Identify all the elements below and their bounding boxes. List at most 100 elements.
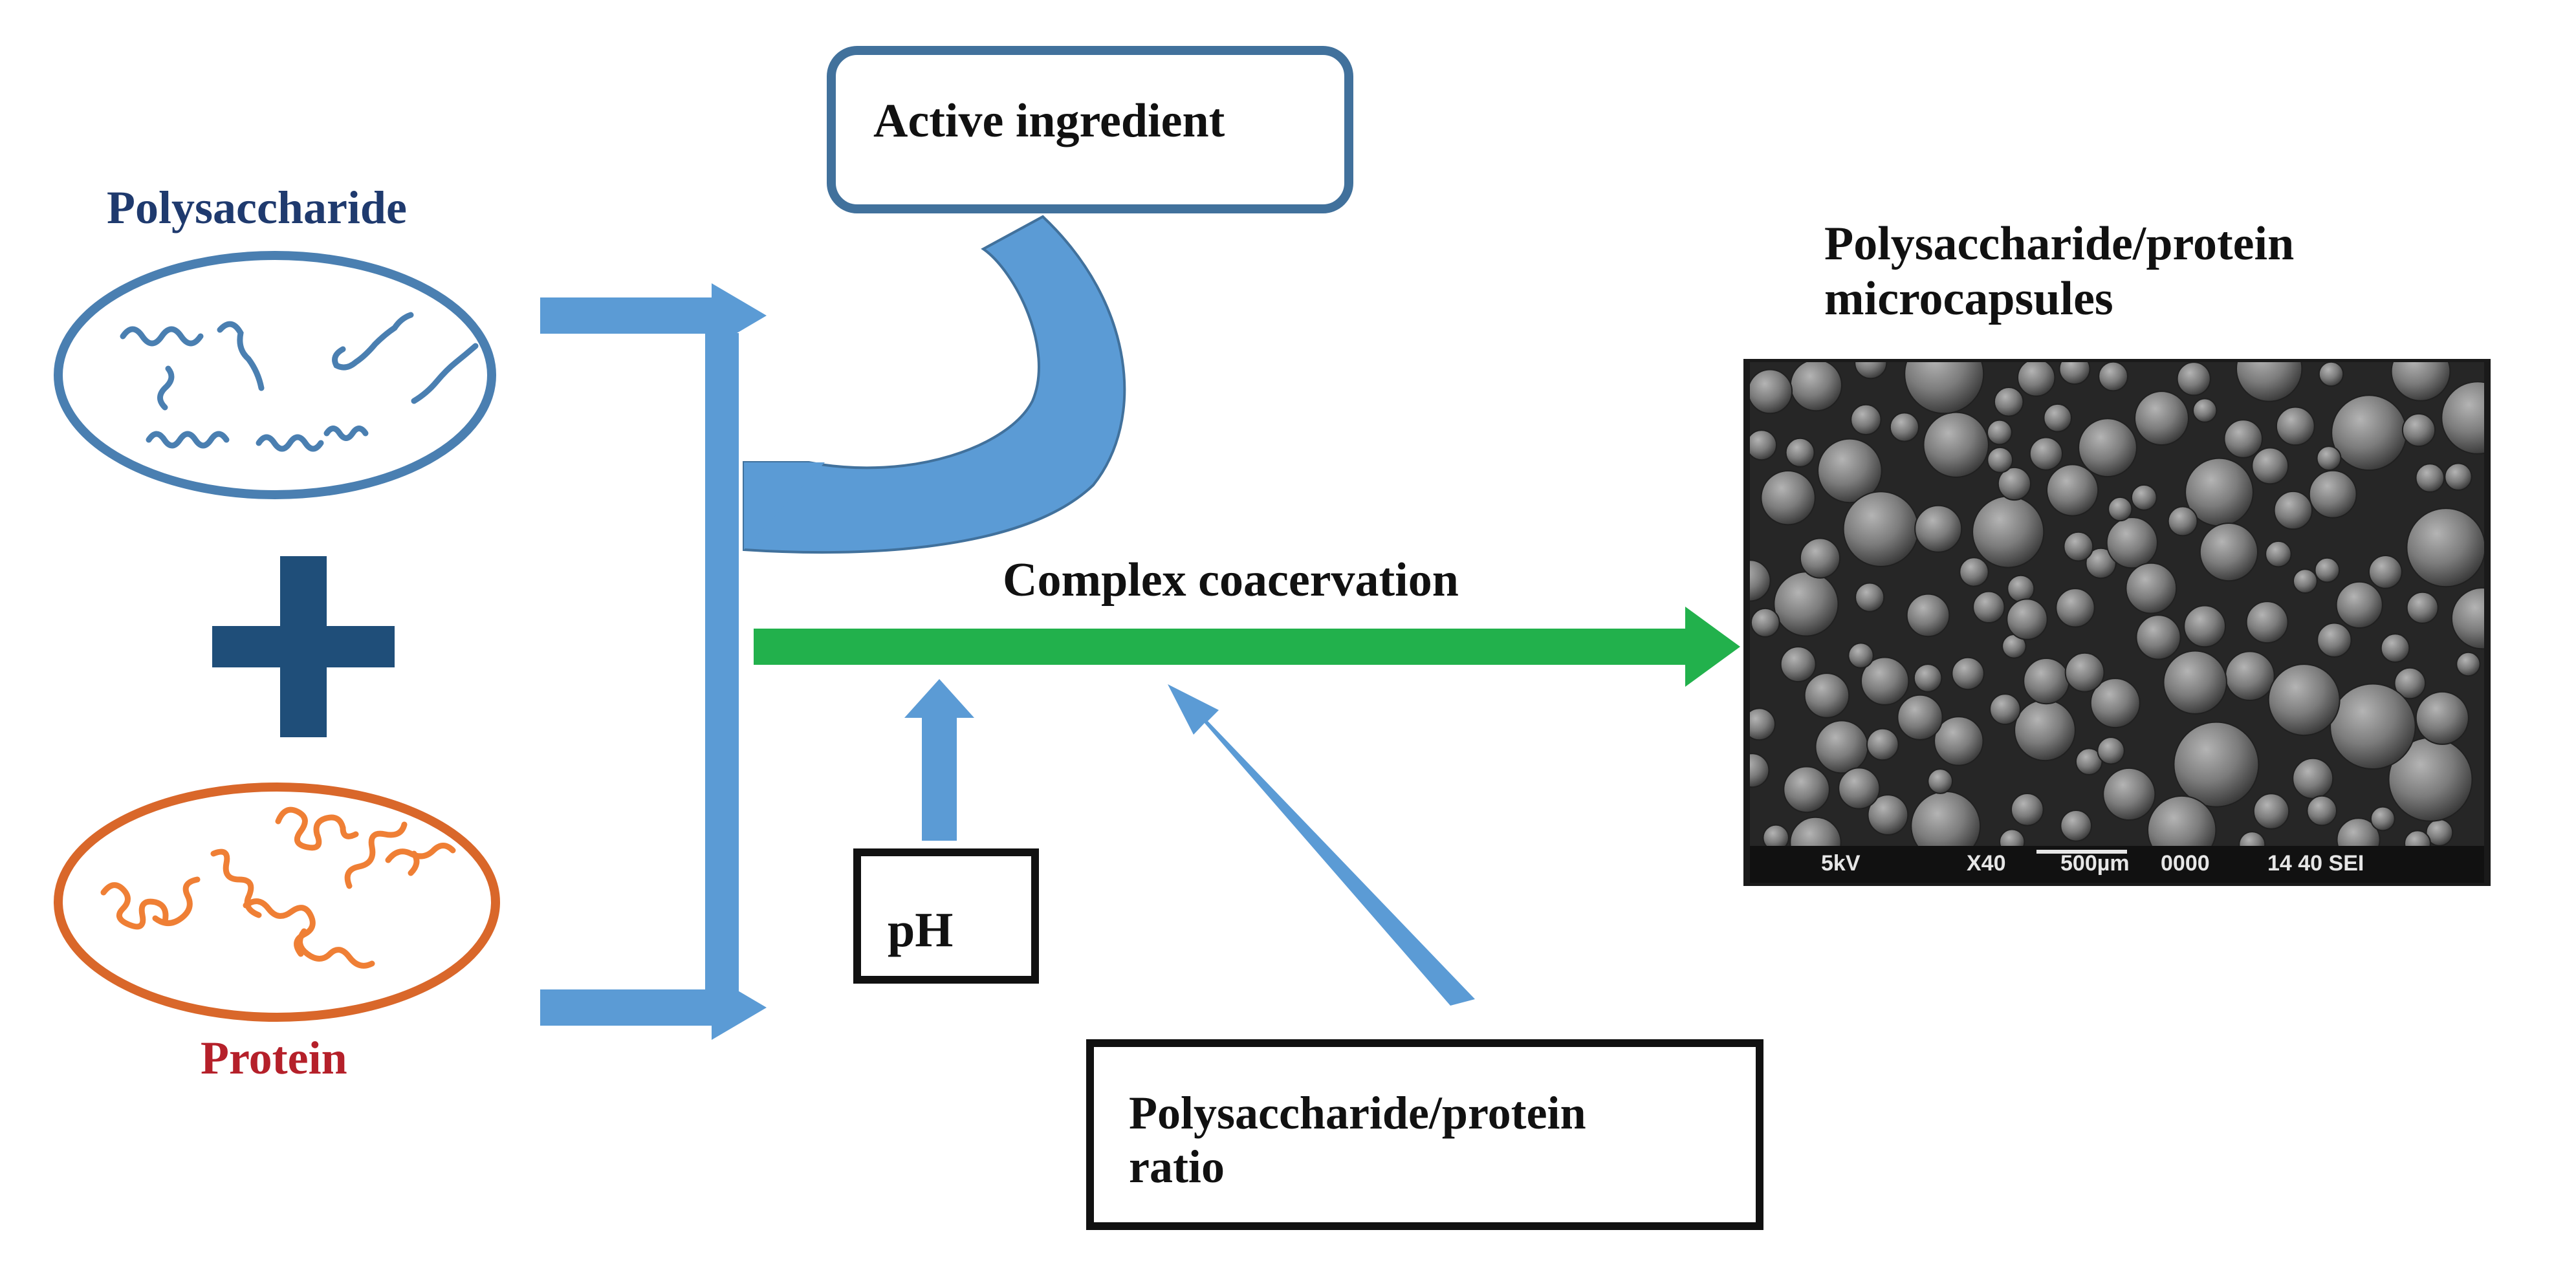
microcapsule-sphere (1927, 768, 1954, 794)
ph-box (853, 848, 1039, 984)
microcapsule-sphere (2390, 362, 2451, 402)
polysaccharide-chains (120, 312, 479, 452)
microcapsule-sphere (2183, 605, 2227, 648)
microcapsule-sphere (2275, 406, 2315, 446)
sem-scale-label: 500µm (2060, 851, 2130, 876)
microcapsule-sphere (2090, 678, 2141, 729)
microcapsule-sphere (1815, 720, 1869, 774)
microcapsule-sphere (2267, 664, 2341, 737)
microcapsule-sphere (1897, 694, 1943, 740)
microcapsule-sphere (2368, 555, 2403, 589)
protein-container (54, 783, 500, 1022)
ratio-arrow (1168, 684, 1475, 1006)
active-ingredient-curved-arrow (743, 215, 1126, 554)
microcapsule-sphere (2102, 767, 2156, 821)
microcapsule-sphere (2134, 391, 2189, 446)
microcapsule-sphere (1750, 707, 1776, 741)
complex-coacervation-arrow (754, 607, 1740, 687)
microcapsule-sphere (2098, 362, 2128, 392)
microcapsule-sphere (2292, 757, 2334, 799)
protein-chains (100, 806, 456, 969)
microcapsule-sphere (2394, 667, 2427, 700)
microcapsule-sphere (2199, 523, 2258, 582)
microcapsule-sphere (1850, 404, 1882, 436)
microcapsule-sphere (2097, 737, 2125, 765)
microcapsule-sphere (2225, 651, 2275, 701)
microcapsule-sphere (2063, 531, 2094, 562)
microcapsule-sphere (1987, 446, 2014, 473)
microcapsule-sphere (1934, 716, 1984, 766)
microcapsule-sphere (1914, 504, 1963, 553)
microcapsule-sphere (2251, 447, 2289, 485)
microcapsule-sphere (1889, 412, 1919, 442)
microcapsule-sphere (1750, 429, 1778, 461)
ratio-box (1086, 1039, 1763, 1230)
microcapsule-sphere (1867, 794, 1909, 836)
microcapsule-sphere (2444, 462, 2472, 491)
microcapsule-sphere (2130, 484, 2157, 511)
microcapsule-sphere (2415, 463, 2445, 493)
microcapsule-sphere (2253, 793, 2290, 830)
protein-label: Protein (201, 1032, 347, 1084)
sem-wd: 14 40 SEI (2267, 851, 2364, 876)
microcapsule-sphere (2078, 418, 2137, 478)
microcapsule-sphere (2401, 413, 2436, 448)
microcapsule-sphere (2055, 588, 2095, 628)
sem-caption: 5kV X40 500µm 0000 14 40 SEI (1750, 846, 2484, 882)
microcapsules-title: Polysaccharide/protein microcapsules (1824, 217, 2294, 327)
microcapsule-sphere (2176, 362, 2211, 396)
microcapsule-sphere (2450, 587, 2484, 650)
sem-magnification: X40 (1967, 851, 2006, 876)
complex-coacervation-label: Complex coacervation (1003, 554, 1459, 607)
microcapsule-sphere (1972, 590, 2005, 623)
microcapsule-sphere (1789, 362, 1842, 412)
active-ingredient-label: Active ingredient (873, 94, 1225, 147)
microcapsule-sphere (2192, 398, 2218, 423)
microcapsule-sphere (2406, 508, 2484, 588)
active-ingredient-box (827, 46, 1353, 213)
microcapsule-sphere (1866, 728, 1899, 761)
collector-bar (705, 333, 739, 998)
microcapsule-sphere (1913, 664, 1943, 693)
microcapsule-sphere (2135, 614, 2181, 660)
microcapsule-sphere (1750, 753, 1770, 788)
polysaccharide-input-arrow (540, 283, 767, 348)
microcapsule-sphere (1904, 362, 1985, 415)
microcapsule-sphere (2316, 446, 2342, 471)
microcapsule-sphere (2167, 506, 2198, 537)
ratio-label-line1: Polysaccharide/protein (1129, 1087, 1586, 1139)
curved-arrow-head (744, 462, 825, 550)
microcapsule-sphere (1817, 438, 1883, 504)
microcapsule-sphere (1855, 582, 1885, 612)
microcapsule-sphere (1750, 369, 1793, 415)
microcapsule-sphere (2370, 806, 2396, 832)
microcapsule-sphere (1783, 766, 1830, 814)
microcapsules-title-line1: Polysaccharide/protein (1824, 217, 2295, 270)
polysaccharide-label: Polysaccharide (107, 182, 407, 233)
microcapsule-sphere (1760, 470, 1816, 526)
plus-icon (212, 556, 395, 737)
microcapsule-sphere (1750, 559, 1771, 602)
microcapsule-sphere (2223, 419, 2263, 459)
sem-scale-bar (2036, 850, 2127, 854)
microcapsule-sphere (1750, 607, 1780, 638)
microcapsule-sphere (2029, 437, 2063, 471)
microcapsule-sphere (2308, 470, 2357, 519)
microcapsule-sphere (1780, 646, 1817, 683)
polysaccharide-ellipse (54, 251, 496, 499)
microcapsule-sphere (2330, 683, 2416, 770)
microcapsule-sphere (2380, 633, 2410, 663)
microcapsule-sphere (2406, 591, 2439, 624)
microcapsule-sphere (2058, 362, 2091, 385)
microcapsule-sphere (2456, 651, 2481, 677)
microcapsule-sphere (2163, 650, 2227, 715)
input-arrows (540, 283, 767, 1040)
microcapsule-sphere (2236, 362, 2303, 402)
microcapsule-sphere (2106, 517, 2158, 569)
microcapsule-sphere (1987, 419, 2013, 446)
microcapsule-sphere (2265, 540, 2292, 568)
microcapsule-sphere (2441, 381, 2484, 455)
microcapsule-sphere (2011, 793, 2044, 826)
microcapsule-sphere (1997, 466, 2031, 501)
